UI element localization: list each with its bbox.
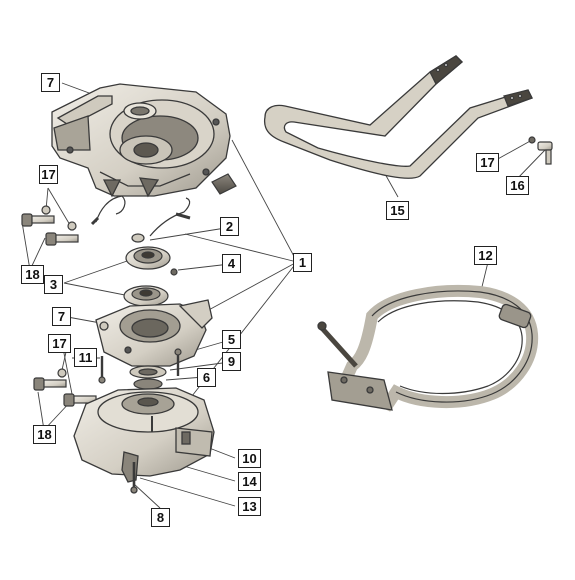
bolt-right — [528, 136, 553, 165]
upper-crankcase — [51, 83, 231, 198]
mid-housing — [95, 299, 213, 367]
callout-17-right: 17 — [476, 153, 499, 172]
callout-1: 1 — [293, 253, 312, 272]
callout-3: 3 — [44, 275, 63, 294]
bearing-upper — [125, 233, 178, 276]
callout-17-upper-left: 17 — [39, 165, 58, 184]
bearing-lower — [123, 285, 169, 307]
latch-clip — [211, 173, 237, 195]
callout-14: 14 — [238, 472, 261, 491]
callout-8: 8 — [151, 508, 170, 527]
callout-18-lower: 18 — [33, 425, 56, 444]
callout-18-upper: 18 — [21, 265, 44, 284]
callout-16: 16 — [506, 176, 529, 195]
callout-9: 9 — [222, 352, 241, 371]
reed-arms — [90, 195, 191, 237]
callout-12: 12 — [474, 246, 497, 265]
callout-10: 10 — [238, 449, 261, 468]
screws-mid — [98, 348, 182, 384]
handle-bar — [263, 55, 533, 179]
bolts-upper-left — [21, 205, 79, 246]
callout-15: 15 — [386, 201, 409, 220]
callout-17-lower-left: 17 — [48, 334, 71, 353]
callout-5: 5 — [222, 330, 241, 349]
callout-6: 6 — [197, 368, 216, 387]
bolts-lower-left — [33, 368, 97, 407]
ring-seal — [129, 365, 167, 390]
callout-7-lower: 7 — [52, 307, 71, 326]
callout-4: 4 — [222, 254, 241, 273]
callout-11: 11 — [74, 348, 97, 367]
callout-2: 2 — [220, 217, 239, 236]
lower-base — [73, 387, 215, 494]
callout-7-upper: 7 — [41, 73, 60, 92]
callout-13: 13 — [238, 497, 261, 516]
clamp-band — [317, 285, 539, 412]
